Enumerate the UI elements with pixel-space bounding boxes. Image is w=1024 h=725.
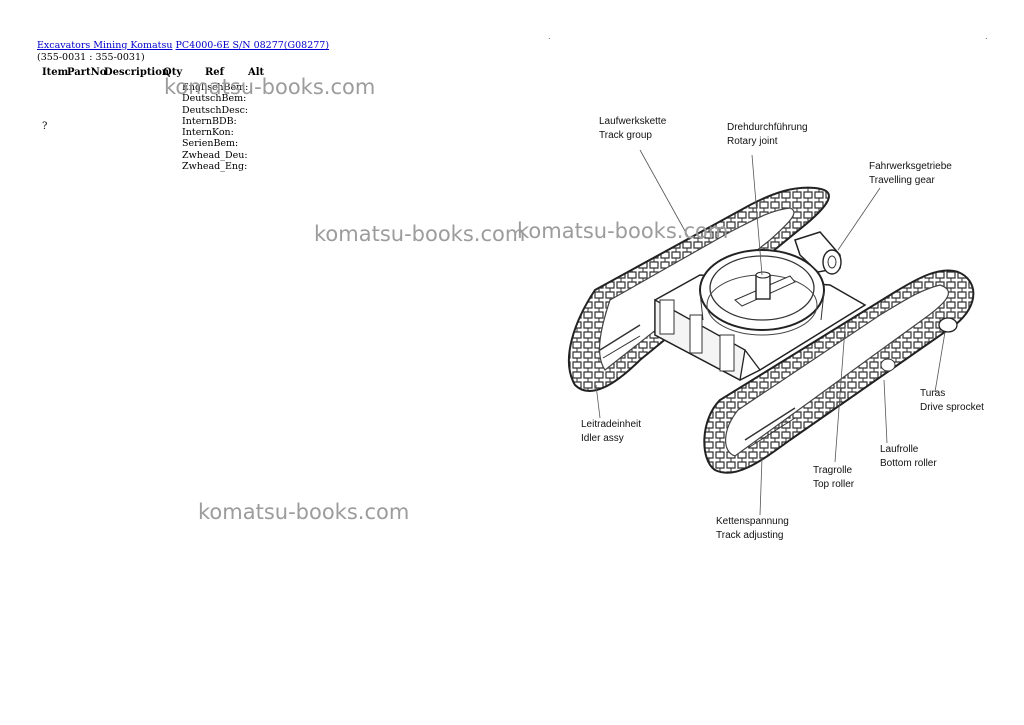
watermark: komatsu-books.com	[198, 500, 410, 524]
row-item-number: ?	[42, 121, 48, 132]
label-idler-assy: Leitradeinheit Idler assy	[581, 419, 642, 444]
field-intern-kon: InternKon:	[182, 127, 234, 139]
breadcrumb: Excavators Mining Komatsu PC4000-6E S/N …	[37, 40, 329, 51]
leader-lines	[595, 149, 946, 516]
col-header-alt: Alt	[248, 67, 265, 78]
field-deutsch-desc: DeutschDesc:	[182, 104, 249, 116]
label-track-group: Laufwerkskette Track group	[599, 116, 667, 141]
label-bottom-roller: Laufrolle Bottom roller	[880, 444, 937, 469]
watermark: komatsu-books.com	[517, 219, 729, 243]
label-travelling-gear: Fahrwerksgetriebe Travelling gear	[869, 161, 952, 186]
page-dot: .	[985, 32, 988, 41]
col-header-partno: PartNo	[67, 67, 107, 78]
field-englisch-bem: EnglischBem:	[182, 82, 249, 93]
col-header-ref: Ref	[205, 67, 224, 78]
col-header-description: Description	[104, 67, 170, 78]
swing-ring	[699, 249, 825, 336]
serial-range: (355-0031 : 355-0031)	[37, 52, 145, 63]
watermark: komatsu-books.com	[164, 75, 376, 99]
field-zwhead-deu: Zwhead_Deu:	[182, 149, 248, 161]
label-track-adjusting: Kettenspannung Track adjusting	[716, 516, 789, 541]
col-header-qty: Qty	[163, 67, 183, 78]
breadcrumb-link-category[interactable]: Excavators Mining Komatsu	[37, 40, 173, 51]
field-intern-bdb: InternBDB:	[182, 115, 237, 127]
right-track	[703, 269, 975, 474]
field-zwhead-eng: Zwhead_Eng:	[182, 161, 248, 173]
col-header-item: Item	[42, 67, 69, 78]
row-description-fields: EnglischBem: DeutschBem: DeutschDesc: In…	[182, 82, 248, 172]
travel-gear	[794, 231, 842, 275]
field-serien-bem: SerienBem:	[182, 138, 239, 150]
page-dot: .	[548, 32, 551, 41]
label-drive-sprocket: Turas Drive sprocket	[920, 388, 984, 413]
label-rotary-joint: Drehdurchführung Rotary joint	[727, 122, 808, 147]
breadcrumb-link-model[interactable]: PC4000-6E S/N 08277(G08277)	[175, 40, 330, 51]
watermark: komatsu-books.com	[314, 222, 526, 246]
field-deutsch-bem: DeutschBem:	[182, 93, 247, 105]
label-top-roller: Tragrolle Top roller	[813, 465, 855, 490]
